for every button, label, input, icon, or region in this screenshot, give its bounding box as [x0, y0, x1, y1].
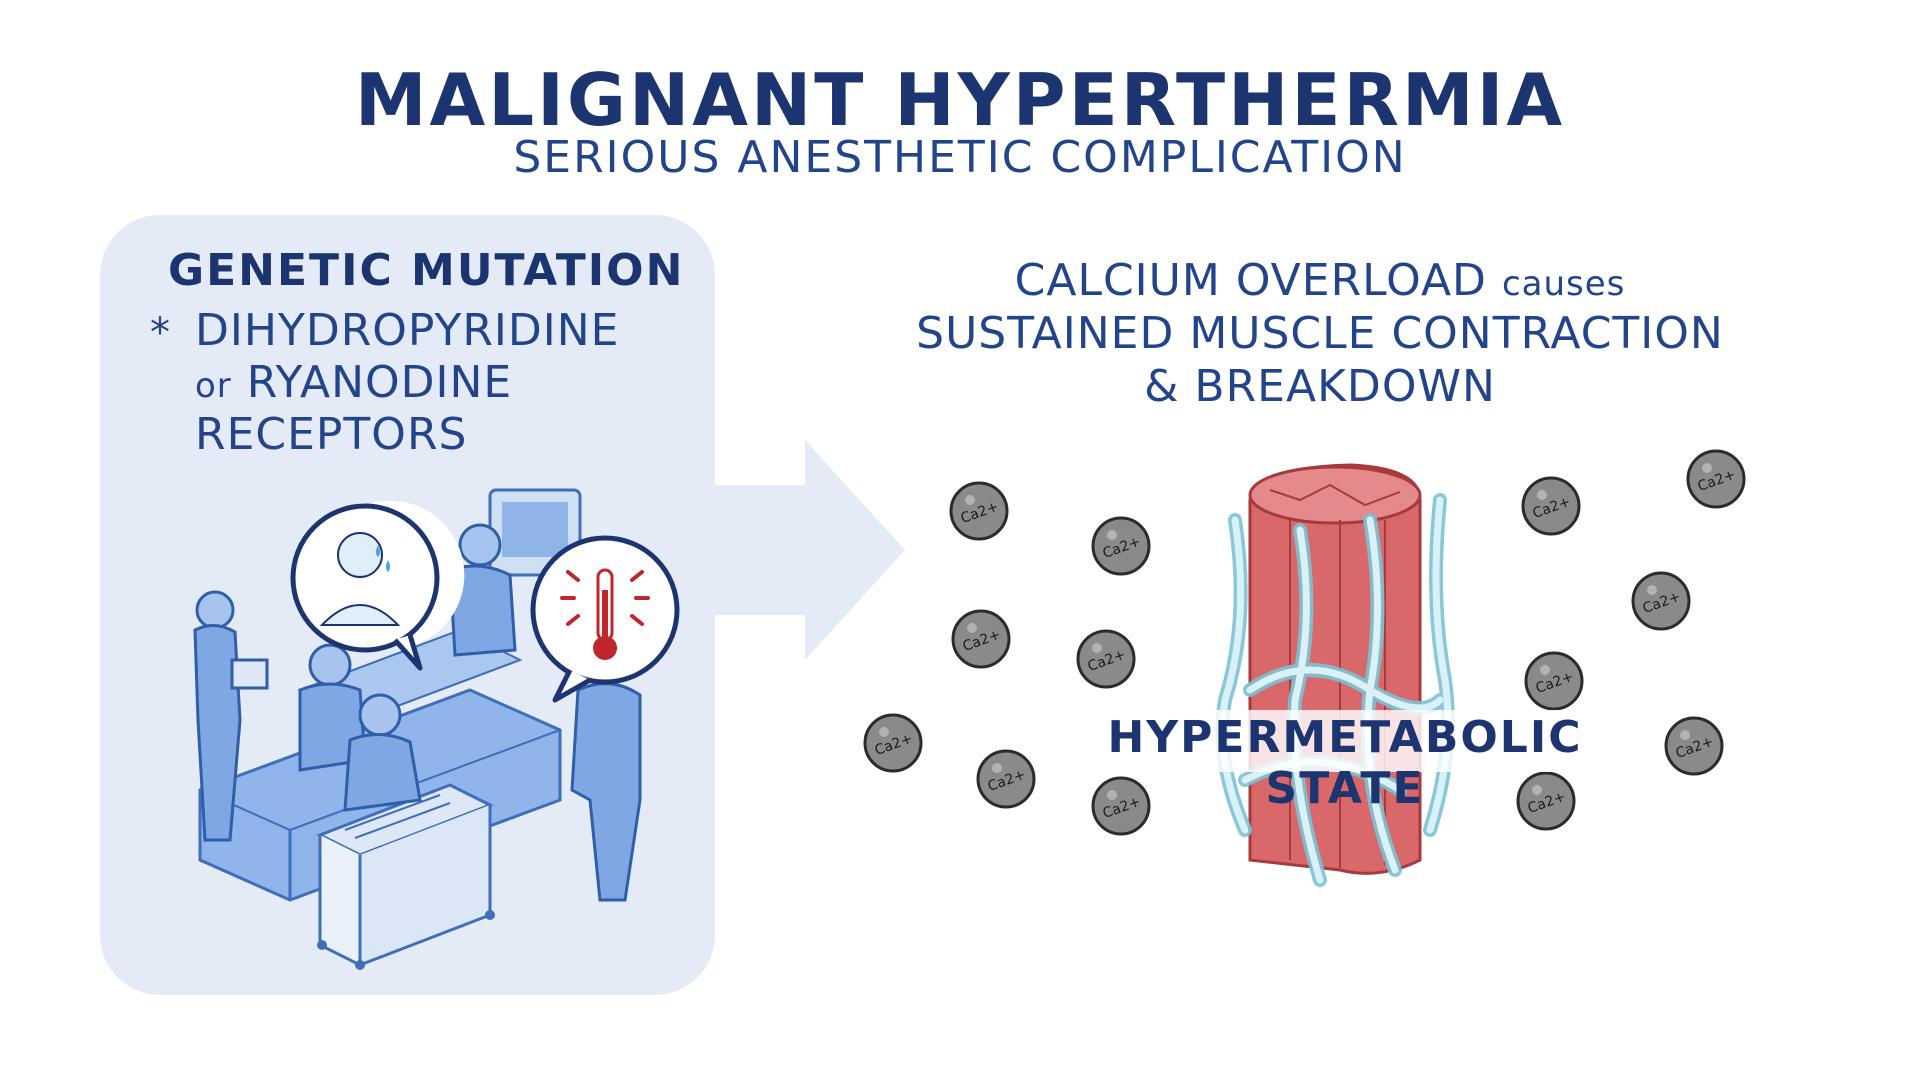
hypermetabolic-state-label: HYPERMETABOLIC STATE — [1107, 712, 1583, 814]
calcium-ion-icon: Ca2+ — [975, 748, 1037, 810]
hypermetabolic-label-bg — [1045, 710, 1645, 772]
or-text: or — [195, 366, 232, 406]
genetic-mutation-heading: GENETIC MUTATION — [168, 245, 685, 296]
breakdown-line: & BREAKDOWN — [1144, 361, 1496, 412]
mutation-line-3: RECEPTORS — [195, 409, 467, 460]
calcium-ion-icon: Ca2+ — [1090, 515, 1152, 577]
mutation-line-2: or RYANODINE — [195, 357, 512, 408]
sustained-contraction-line: SUSTAINED MUSCLE CONTRACTION — [916, 308, 1724, 359]
calcium-ion-icon: Ca2+ — [1520, 475, 1582, 537]
calcium-ion-icon: Ca2+ — [1075, 628, 1137, 690]
bullet-asterisk: * — [150, 310, 170, 356]
anesthetist-figure — [448, 523, 517, 657]
calcium-ion-icon: Ca2+ — [948, 480, 1010, 542]
calcium-ion-icon: Ca2+ — [1090, 775, 1152, 837]
sweating-person-icon — [290, 500, 465, 671]
right-arrow-icon — [715, 440, 905, 660]
ryanodine-text: RYANODINE — [246, 357, 513, 408]
surgeon-front-figure — [343, 693, 422, 812]
thermometer-icon — [530, 535, 680, 703]
mutation-line-1: DIHYDROPYRIDINE — [195, 305, 619, 356]
nurse-left-figure — [193, 590, 269, 842]
calcium-overload-text: CALCIUM OVERLOAD — [1014, 255, 1487, 306]
calcium-ion-icon: Ca2+ — [1515, 770, 1577, 832]
calcium-ion-icon: Ca2+ — [950, 608, 1012, 670]
causes-text: causes — [1501, 264, 1626, 304]
muscle-fiber-illustration — [1215, 463, 1455, 887]
page-title: MALIGNANT HYPERTHERMIA — [354, 58, 1566, 142]
receptors-text: RECEPTORS — [195, 409, 468, 460]
calcium-ion-icon: Ca2+ — [1685, 448, 1747, 510]
instrument-table — [316, 783, 495, 970]
calcium-ion-icon: Ca2+ — [1663, 715, 1725, 777]
surgeon-right-figure — [570, 682, 642, 902]
dihydropyridine-text: DIHYDROPYRIDINE — [195, 305, 620, 356]
calcium-ion-icon: Ca2+ — [1523, 650, 1585, 712]
calcium-ion-icon: Ca2+ — [1630, 570, 1692, 632]
calcium-overload-line: CALCIUM OVERLOAD causes — [880, 255, 1760, 306]
page-subtitle: SERIOUS ANESTHETIC COMPLICATION — [513, 132, 1407, 183]
calcium-ion-icon: Ca2+ — [862, 712, 924, 774]
